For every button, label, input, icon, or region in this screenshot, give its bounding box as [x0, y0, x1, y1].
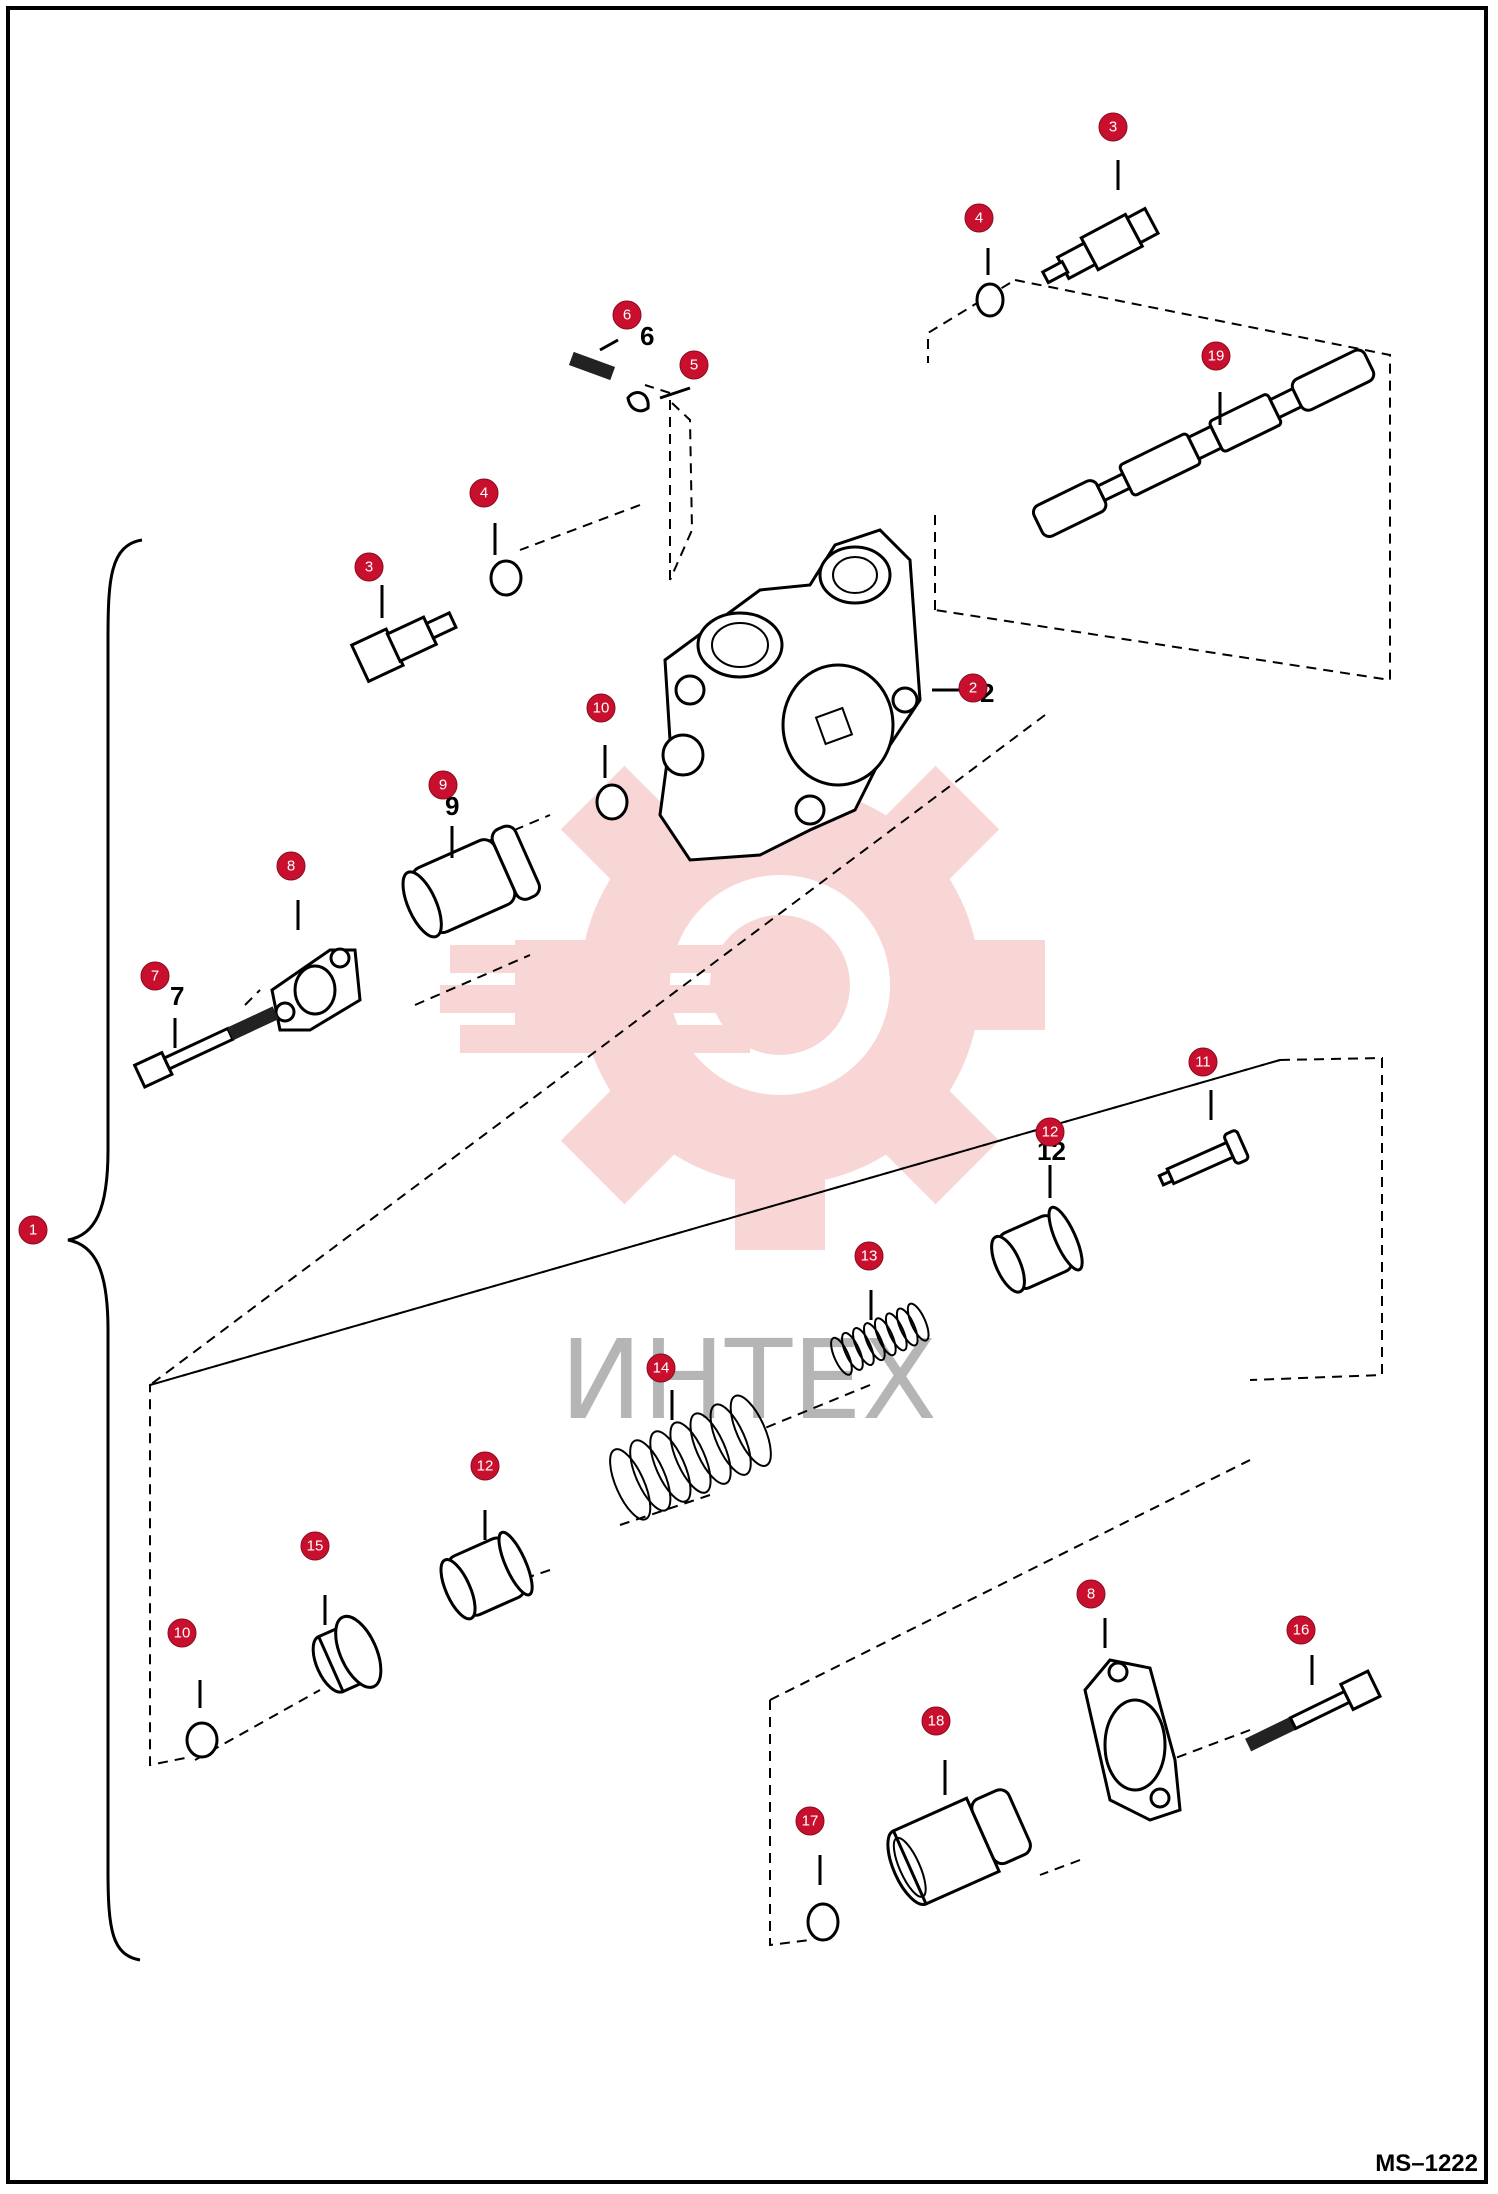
seat-12-lower [439, 1530, 534, 1621]
piston-18 [886, 1788, 1032, 1906]
svg-text:12: 12 [1042, 1124, 1059, 1141]
callout-12-upper[interactable]: 12 [1035, 1117, 1065, 1147]
assembly-brace [67, 538, 143, 1962]
bolt-lower [1245, 1669, 1383, 1752]
callout-9[interactable]: 9 [428, 770, 458, 800]
svg-text:19: 19 [1208, 348, 1225, 365]
svg-text:15: 15 [307, 1538, 324, 1555]
spring-small [568, 351, 616, 381]
relief-valve-left [349, 610, 458, 684]
spring-14 [609, 1394, 772, 1521]
svg-text:12: 12 [477, 1458, 494, 1475]
svg-text:11: 11 [1195, 1054, 1211, 1071]
svg-text:6: 6 [623, 307, 631, 324]
svg-text:10: 10 [593, 700, 610, 717]
bolt-upper [132, 1006, 279, 1089]
svg-text:2: 2 [969, 680, 977, 697]
svg-text:16: 16 [1293, 1622, 1310, 1639]
o-ring-10-lower [185, 1721, 219, 1759]
svg-text:4: 4 [975, 210, 983, 227]
bolt-11 [1157, 1129, 1250, 1187]
callout-2[interactable]: 2 [958, 673, 988, 703]
plug-15 [311, 1614, 383, 1694]
callout-19[interactable]: 19 [1201, 341, 1231, 371]
svg-text:17: 17 [802, 1813, 819, 1830]
svg-text:9: 9 [439, 777, 447, 794]
callout-8-lower[interactable]: 8 [1076, 1579, 1106, 1609]
callout-13[interactable]: 13 [854, 1241, 884, 1271]
callout-10-upper[interactable]: 10 [586, 693, 616, 723]
svg-text:13: 13 [861, 1248, 878, 1265]
svg-text:1: 1 [29, 1222, 37, 1239]
callout-4-top[interactable]: 4 [964, 203, 994, 233]
callout-8-upper[interactable]: 8 [276, 851, 306, 881]
seat-12-upper [990, 1205, 1084, 1294]
cover-upper [270, 947, 362, 1032]
callout-18[interactable]: 18 [921, 1706, 951, 1736]
callout-4-left[interactable]: 4 [469, 478, 499, 508]
svg-text:3: 3 [365, 559, 373, 576]
svg-text:8: 8 [1087, 1586, 1095, 1603]
svg-text:5: 5 [690, 357, 698, 374]
svg-text:18: 18 [928, 1713, 945, 1730]
leader-lines [173, 160, 1314, 1885]
callout-12-lower[interactable]: 12 [470, 1451, 500, 1481]
guide-lines [149, 279, 1391, 1947]
valve-body [658, 528, 922, 862]
svg-text:8: 8 [287, 858, 295, 875]
spring-13 [830, 1302, 930, 1376]
part-label-6: 6 [640, 321, 654, 351]
callout-10-lower[interactable]: 10 [167, 1618, 197, 1648]
o-ring-10-upper [595, 783, 629, 821]
part-label-9: 9 [445, 791, 459, 821]
callout-16[interactable]: 16 [1286, 1615, 1316, 1645]
callout-11[interactable]: 11 [1188, 1047, 1218, 1077]
callout-7[interactable]: 7 [140, 961, 170, 991]
callout-3-left[interactable]: 3 [354, 552, 384, 582]
callout-14[interactable]: 14 [646, 1353, 676, 1383]
o-ring-17 [806, 1902, 840, 1942]
cover-lower [1083, 1658, 1182, 1822]
callout-17[interactable]: 17 [795, 1806, 825, 1836]
watermark-text: ИНТЕХ [560, 1316, 937, 1444]
o-ring-top [975, 282, 1005, 318]
callout-3-top[interactable]: 3 [1098, 112, 1128, 142]
poppet-ball [626, 391, 650, 413]
cap [401, 824, 541, 939]
o-ring-left [489, 559, 523, 597]
callout-5[interactable]: 5 [679, 350, 709, 380]
relief-valve-top [1040, 206, 1161, 285]
callout-1[interactable]: 1 [18, 1215, 48, 1245]
svg-text:4: 4 [480, 485, 488, 502]
svg-text:14: 14 [653, 1360, 670, 1377]
svg-text:3: 3 [1109, 119, 1117, 136]
svg-text:7: 7 [151, 968, 159, 985]
callout-15[interactable]: 15 [300, 1531, 330, 1561]
spool [1031, 348, 1376, 538]
drawing-code: MS–1222 [1375, 2150, 1478, 2177]
part-label-7: 7 [170, 981, 184, 1011]
callout-6[interactable]: 6 [612, 300, 642, 330]
svg-text:10: 10 [174, 1625, 191, 1642]
